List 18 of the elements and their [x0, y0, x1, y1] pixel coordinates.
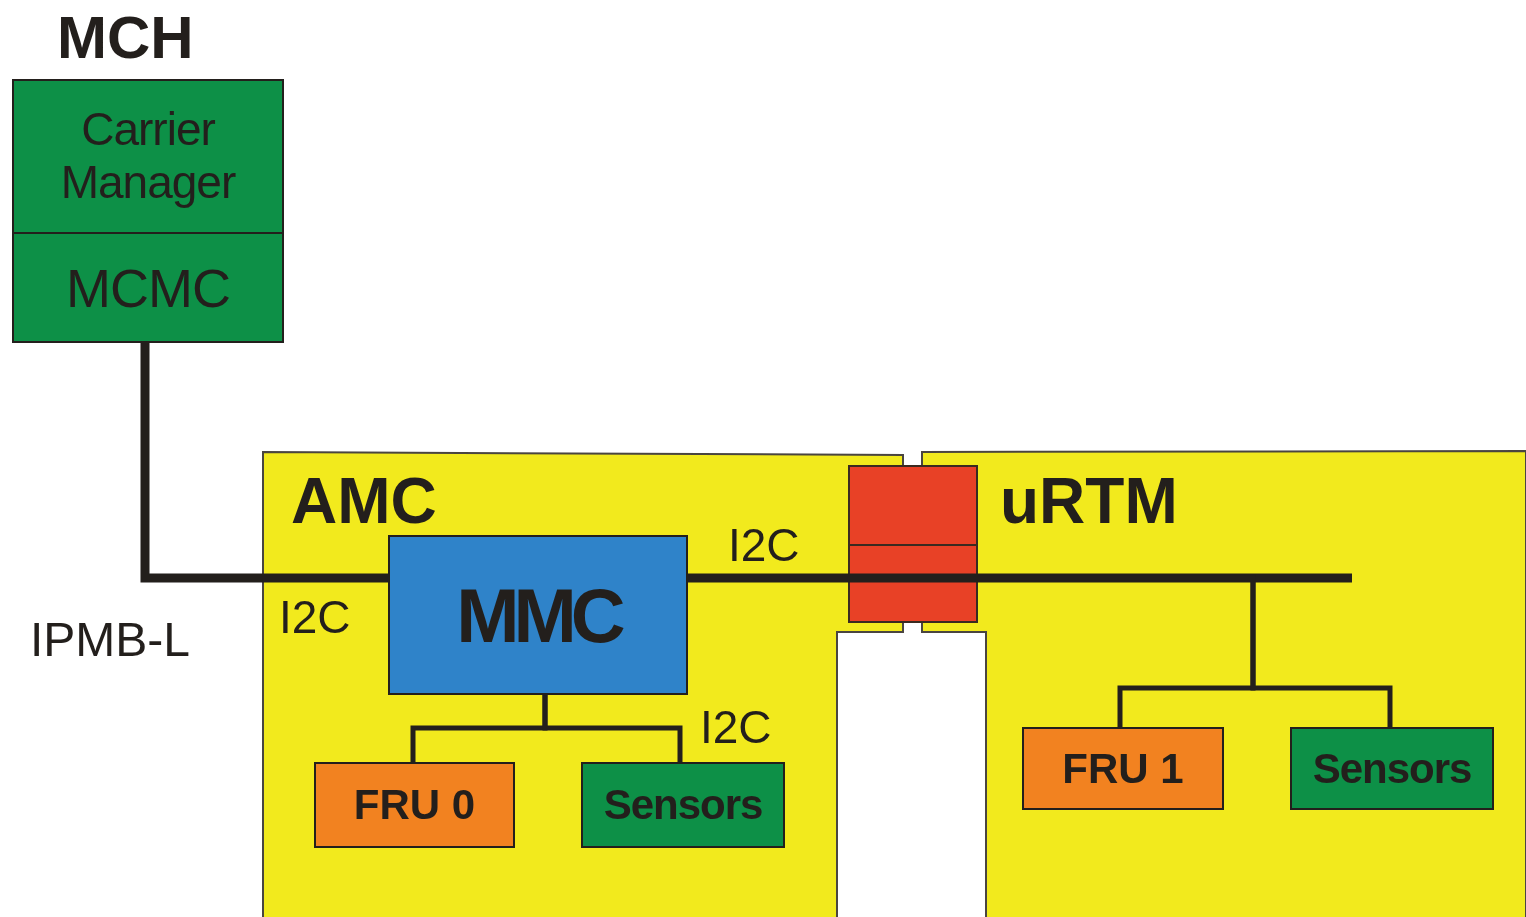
block-label: Carrier Manager [59, 102, 237, 209]
bus-label: I2C [728, 518, 800, 572]
board-title: uRTM [1000, 464, 1178, 538]
sensor-box: Sensors [1290, 727, 1494, 810]
board-title: AMC [291, 464, 437, 538]
bus-label: IPMB-L [30, 612, 191, 667]
bus-label: I2C [700, 700, 772, 754]
block-label: MCMC [65, 257, 231, 320]
memory-box: FRU 0 [314, 762, 515, 848]
connection-line [140, 343, 388, 583]
sensor-box: Sensors [581, 762, 785, 848]
module-title: MCH [57, 3, 194, 72]
connection-line [688, 573, 848, 583]
bus-label: I2C [279, 590, 351, 644]
memory-box: FRU 1 [1022, 727, 1224, 810]
controller-box: MMC [388, 535, 688, 695]
connection-line [978, 575, 1393, 727]
connection-line [542, 695, 683, 762]
